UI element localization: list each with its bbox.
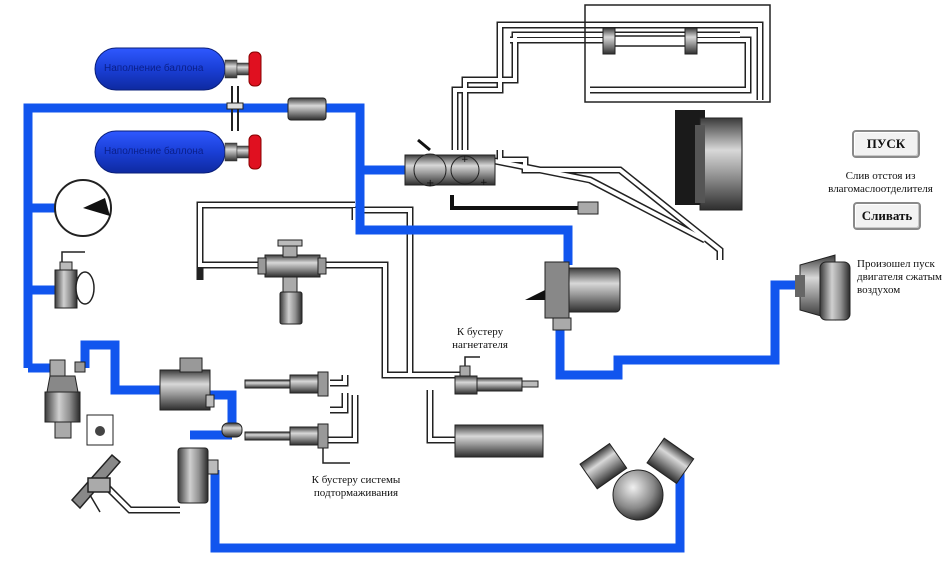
engine-status-line-2: двигателя сжатым: [857, 271, 943, 283]
air-tank-1: [94, 47, 262, 91]
check-valve: [221, 422, 243, 438]
injector-3: [454, 365, 539, 395]
cross-fitting: [257, 239, 327, 325]
moisture-separator: [44, 359, 114, 446]
tank-1-label: Наполнение баллона: [104, 63, 204, 74]
valve-handle-1[interactable]: [248, 51, 262, 87]
pipe-filter: [287, 97, 327, 121]
manual-lever: [70, 453, 122, 513]
brake-booster-label: К бустеру системы подтормаживания: [300, 474, 412, 500]
booster-cylinder: [454, 424, 544, 458]
svg-text:+: +: [426, 178, 434, 189]
engine-start-status: Произошел пуск двигателя сжатым воздухом: [857, 258, 942, 297]
engine-status-line-1: Произошел пуск: [857, 258, 935, 270]
starting-valve-assembly: [602, 27, 698, 55]
drain-title-line-1: Слив отстоя из: [845, 170, 916, 182]
supercharger-booster-label: К бустеру нагнетателя: [440, 326, 520, 352]
svg-text:+: +: [480, 178, 488, 188]
drain-title-line-2: влагомаслоотделителя: [828, 183, 933, 195]
air-tank-2: [94, 130, 262, 174]
start-button[interactable]: ПУСК: [852, 130, 920, 158]
tank-2-label: Наполнение баллона: [104, 146, 204, 157]
air-starter-motor: [525, 261, 621, 331]
injector-2: [244, 423, 329, 449]
main-start-valve[interactable]: + + +: [404, 138, 599, 215]
pressure-gauge: [54, 179, 112, 237]
svg-text:+: +: [461, 155, 469, 165]
reducer-valve: [54, 251, 95, 309]
drain-button[interactable]: Сливать: [853, 202, 921, 230]
valve-handle-2[interactable]: [248, 134, 262, 170]
pressurized-pipes: [23, 103, 800, 553]
air-compressor: [579, 437, 695, 521]
injector-1: [244, 371, 329, 397]
supercharger-booster-line-1: К бустеру: [456, 326, 504, 338]
drain-title: Слив отстоя из влагомаслоотделителя: [818, 170, 943, 196]
starting-air-box: [584, 4, 771, 103]
pressure-regulator: [159, 357, 215, 411]
brake-booster-line-1: К бустеру системы: [311, 474, 401, 486]
brake-booster-line-2: подтормаживания: [313, 487, 399, 499]
engine-unit: [795, 254, 851, 321]
engine-flywheel: [675, 110, 743, 211]
supercharger-booster-line-2: нагнетателя: [452, 339, 508, 351]
engine-status-line-3: воздухом: [857, 284, 901, 296]
oil-filter: [177, 447, 219, 504]
